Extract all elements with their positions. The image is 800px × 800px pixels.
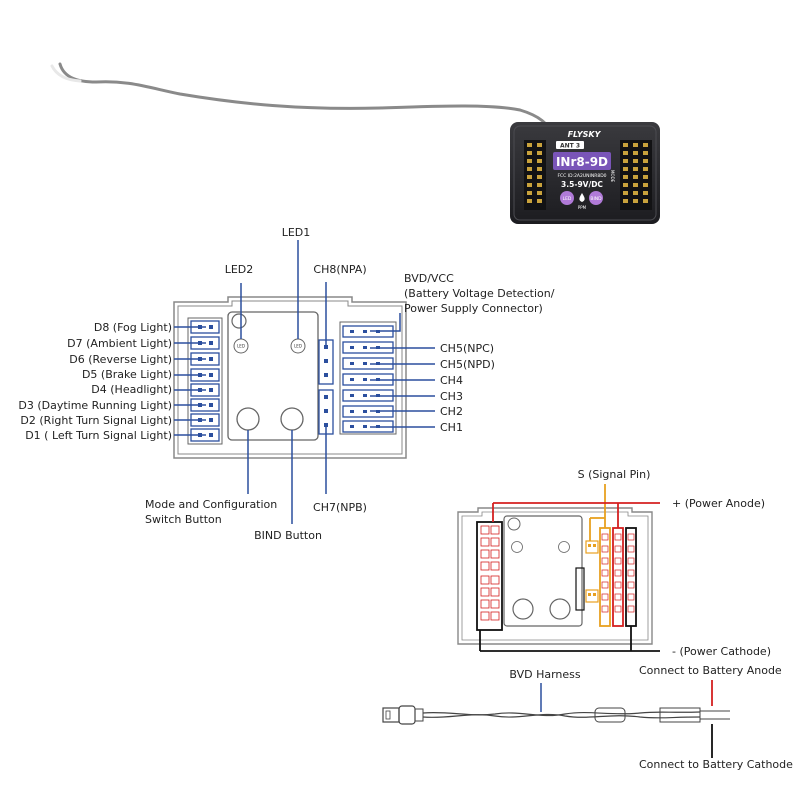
- right-pin-label-ch5-npd: CH5(NPD): [440, 358, 495, 371]
- bvd-harness: [382, 683, 730, 725]
- signal-wire: [589, 484, 606, 541]
- receiver-badge: ANT 3: [560, 143, 580, 150]
- receiver-ppm-text: PPM: [578, 205, 587, 210]
- mode-button: [236, 407, 260, 431]
- left-pin-label-d7: D7 (Ambient Light): [67, 337, 172, 350]
- wiring-anode-header: [612, 527, 624, 627]
- wiring-cathode-header: [625, 527, 637, 627]
- right-pin-header: [339, 321, 397, 435]
- inner-module: [227, 311, 319, 441]
- left-pin-label-d3: D3 (Daytime Running Light): [18, 399, 172, 412]
- right-pin-label-ch5-npc: CH5(NPC): [440, 342, 494, 355]
- receiver-left-pins: [524, 140, 546, 210]
- power-cathode-label: - (Power Cathode): [672, 645, 771, 658]
- left-pin-label-d1: D1 ( Left Turn Signal Light): [25, 429, 172, 442]
- left-pin-header: [187, 317, 223, 445]
- bvd-label-line3: Power Supply Connector): [404, 302, 543, 315]
- receiver-right-pins: [620, 140, 652, 210]
- receiver-mode-label: MODE: [610, 170, 615, 183]
- right-pin-label-ch3: CH3: [440, 390, 463, 403]
- wiring-left-header: [476, 521, 503, 631]
- antenna-wire: [58, 62, 554, 136]
- left-pin-label-d5: D5 (Brake Light): [82, 368, 172, 381]
- anode-wire: [492, 502, 713, 706]
- antenna-tip: [50, 64, 82, 83]
- mounting-hole: [231, 313, 247, 329]
- receiver-drop-icon: [579, 193, 585, 202]
- bvd-harness-label: BVD Harness: [509, 668, 581, 681]
- receiver-voltage: 3.5-9V/DC: [561, 180, 603, 189]
- bvd-label-line1: BVD/VCC: [404, 272, 454, 285]
- receiver-led-button: [560, 191, 574, 205]
- signal-pin-label: S (Signal Pin): [578, 468, 651, 481]
- receiver-model-plate: [553, 152, 611, 170]
- harness-plug: [382, 707, 400, 723]
- wiring-diagram: S (Signal Pin) + (Power Anode) - (Power …: [382, 468, 793, 771]
- connect-anode-label: Connect to Battery Anode: [639, 664, 782, 677]
- led1-label: LED1: [282, 226, 311, 239]
- receiver-led-text: LED: [563, 196, 572, 202]
- receiver-brand: FLYSKY: [568, 130, 602, 139]
- pinout-diagram: LED LED: [18, 226, 554, 542]
- led2-chip-label: LED: [237, 344, 245, 349]
- right-pin-label-ch4: CH4: [440, 374, 463, 387]
- bind-button-label: BIND Button: [254, 529, 322, 542]
- cathode-wire: [479, 626, 713, 758]
- wiring-inner-module: [503, 515, 583, 627]
- mode-button-label-line1: Mode and Configuration: [145, 498, 277, 511]
- wiring-bind-button: [549, 598, 571, 620]
- bvd-label-line2: (Battery Voltage Detection/: [404, 287, 555, 300]
- receiver-photo: FLYSKY ANT 3 INr8-9D FCC ID:2A2UNINR8D0 …: [50, 62, 660, 224]
- receiver-fcc: FCC ID:2A2UNINR8D0: [557, 173, 606, 179]
- wiring-board-outline: [457, 507, 653, 645]
- power-anode-label: + (Power Anode): [672, 497, 765, 510]
- led2-label: LED2: [225, 263, 254, 276]
- leader-lines: [174, 240, 435, 524]
- wiring-mode-button: [512, 598, 534, 620]
- mode-button-label-line2: Switch Button: [145, 513, 222, 526]
- wiring-signal-header: [599, 527, 611, 627]
- connect-cathode-label: Connect to Battery Cathode: [639, 758, 793, 771]
- left-pin-label-d8: D8 (Fog Light): [94, 321, 172, 334]
- receiver-model: INr8-9D: [556, 155, 608, 169]
- receiver-bind-button: [589, 191, 603, 205]
- left-pin-label-d4: D4 (Headlight): [91, 383, 172, 396]
- receiver-bind-text: BIND: [590, 196, 602, 202]
- led1-chip-label: LED: [294, 344, 302, 349]
- right-pin-label-ch1: CH1: [440, 421, 463, 434]
- ch7-label: CH7(NPB): [313, 501, 367, 514]
- ch8-label: CH8(NPA): [313, 263, 366, 276]
- right-pin-label-ch2: CH2: [440, 405, 463, 418]
- receiver-label: FLYSKY ANT 3 INr8-9D FCC ID:2A2UNINR8D0 …: [553, 130, 615, 189]
- left-pin-label-d2: D2 (Right Turn Signal Light): [20, 414, 172, 427]
- bind-button: [280, 407, 304, 431]
- board-outline: [173, 296, 407, 459]
- left-pin-label-d6: D6 (Reverse Light): [69, 353, 172, 366]
